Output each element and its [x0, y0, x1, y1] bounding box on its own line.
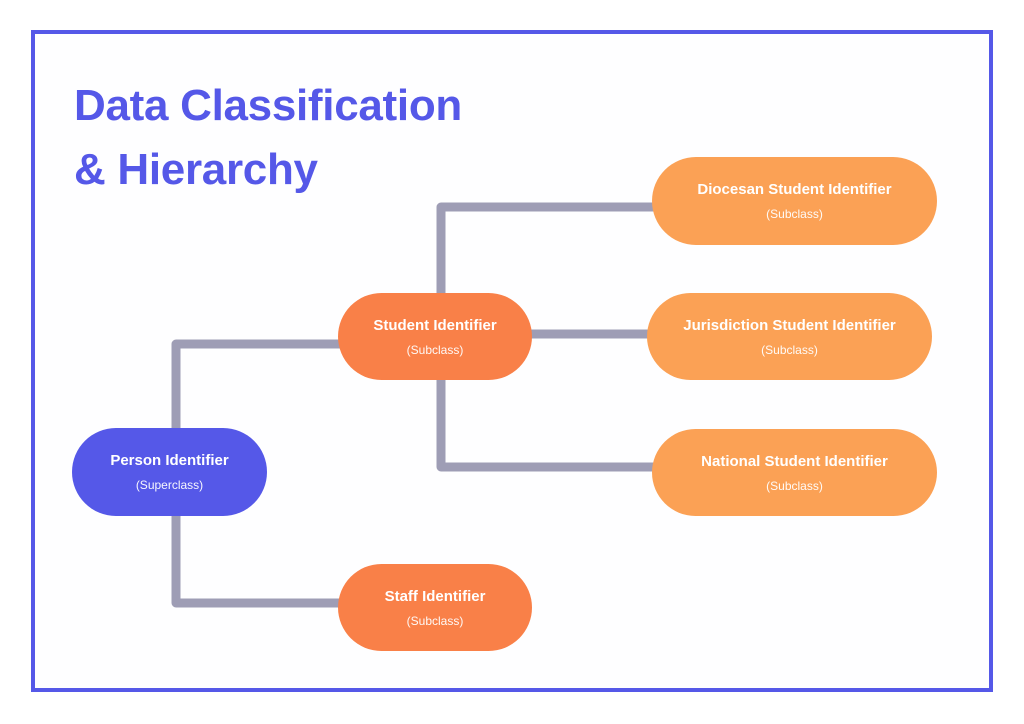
node-type: (Subclass)	[766, 478, 823, 493]
node-label: Staff Identifier	[384, 587, 486, 605]
node-student-identifier[interactable]: Student Identifier (Subclass)	[338, 293, 532, 380]
node-label: National Student Identifier	[701, 452, 888, 470]
node-diocesan-student-identifier[interactable]: Diocesan Student Identifier (Subclass)	[652, 157, 937, 245]
node-staff-identifier[interactable]: Staff Identifier (Subclass)	[338, 564, 532, 651]
edge-person-student	[171, 339, 340, 428]
title-line-1: Data Classification	[74, 81, 462, 130]
node-type: (Subclass)	[406, 613, 464, 628]
edge-student-national	[436, 380, 655, 472]
edge-student-diocesan	[436, 202, 655, 293]
node-label: Student Identifier	[373, 316, 497, 334]
node-national-student-identifier[interactable]: National Student Identifier (Subclass)	[652, 429, 937, 516]
edge-person-staff	[171, 516, 340, 608]
node-label: Jurisdiction Student Identifier	[683, 316, 896, 334]
node-type: (Superclass)	[135, 478, 204, 492]
node-type: (Subclass)	[761, 342, 818, 357]
title-line-2: & Hierarchy	[74, 145, 318, 194]
diagram-title: Data Classification & Hierarchy	[74, 74, 462, 202]
node-label: Person Identifier	[110, 452, 229, 469]
node-person-identifier[interactable]: Person Identifier (Superclass)	[72, 428, 267, 516]
node-type: (Subclass)	[406, 342, 464, 357]
node-type: (Subclass)	[766, 207, 823, 221]
node-label: Diocesan Student Identifier	[697, 181, 892, 198]
node-jurisdiction-student-identifier[interactable]: Jurisdiction Student Identifier (Subclas…	[647, 293, 932, 380]
